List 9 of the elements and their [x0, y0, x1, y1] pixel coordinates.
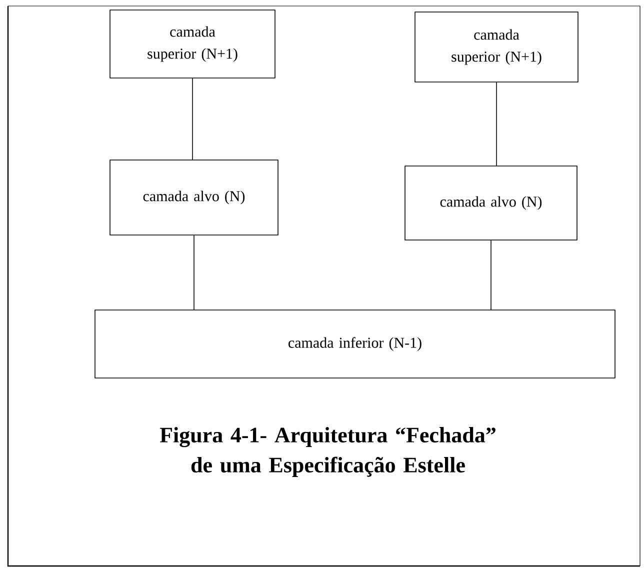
layer-box: camada alvo (N) [110, 160, 278, 236]
connector-line [490, 240, 492, 310]
layer-box: camada superior (N+1) [414, 12, 578, 82]
caption: Figura 4-1- Arquitetura “Fechada” de uma Especificação Estelle [160, 427, 496, 477]
layer-box: camada inferior (N-1) [94, 310, 616, 378]
layer-box: camada superior (N+1) [110, 10, 276, 78]
layer-box: camada alvo (N) [404, 166, 578, 240]
connector-line [192, 78, 193, 160]
connector-line [496, 82, 497, 166]
